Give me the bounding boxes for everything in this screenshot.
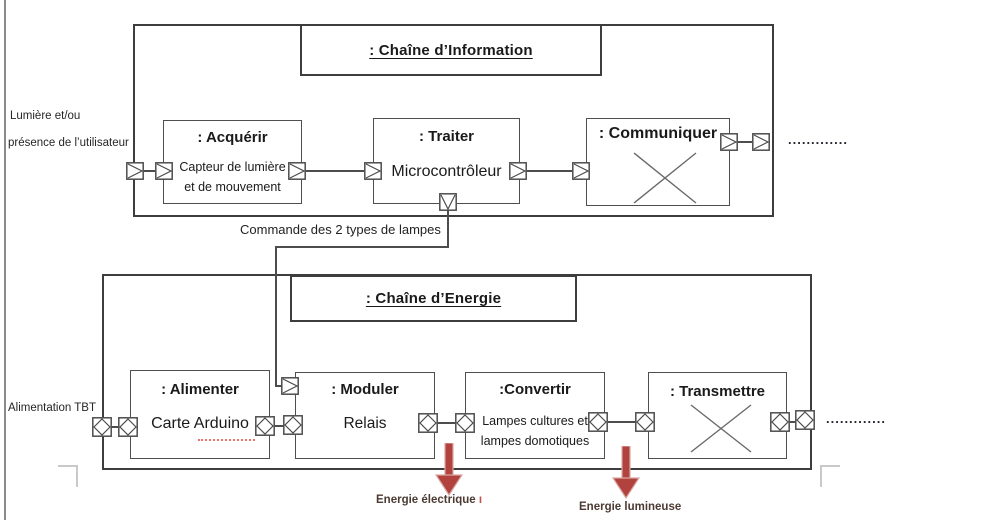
flow-port-down-icon — [439, 193, 457, 211]
flow-port-icon — [752, 133, 770, 151]
block-acquerir-body1: Capteur de lumière — [179, 160, 286, 174]
command-connector — [275, 385, 283, 387]
block-acquerir-title: : Acquérir — [197, 129, 268, 146]
input-label-light: Lumière et/ou — [10, 110, 81, 122]
block-alimenter-body: Carte Arduino — [151, 415, 249, 432]
cursor-mark: ı — [478, 494, 483, 506]
flow-port-icon — [509, 162, 527, 180]
electric-energy-arrow-icon — [435, 443, 463, 497]
energy-port-icon — [635, 412, 655, 432]
energy-continuation-dots: ............. — [826, 411, 886, 426]
command-connector — [275, 246, 277, 386]
flow-port-icon — [720, 133, 738, 151]
energy-port-icon — [588, 412, 608, 432]
input-label-alimentation: Alimentation TBT — [8, 402, 96, 414]
block-alimenter: : Alimenter Carte Arduino — [130, 370, 270, 459]
block-moduler-body: Relais — [343, 415, 387, 432]
block-convertir: :Convertir Lampes cultures et lampes dom… — [465, 372, 605, 459]
block-communiquer-title: : Communiquer — [598, 125, 718, 142]
margin-corner-mark — [820, 465, 840, 487]
spellcheck-squiggle — [198, 435, 255, 441]
energy-port-icon — [455, 413, 475, 433]
block-transmettre-title: : Transmettre — [669, 383, 766, 400]
block-convertir-title: :Convertir — [499, 381, 571, 398]
block-transmettre: : Transmettre — [648, 372, 787, 459]
electric-energy-label: Energie électrique ı — [376, 494, 482, 506]
connector — [790, 421, 795, 423]
energy-chain-title: : Chaîne d’Energie — [365, 290, 502, 307]
block-traiter: : Traiter Microcontrôleur — [373, 118, 520, 204]
energy-port-icon — [795, 410, 815, 430]
block-convertir-body2: lampes domotiques — [480, 434, 590, 448]
flow-port-icon — [281, 377, 299, 395]
connector — [306, 170, 364, 172]
energy-port-icon — [118, 417, 138, 437]
electric-energy-text: Energie électrique — [376, 494, 476, 506]
connector — [144, 170, 155, 172]
command-label: Commande des 2 types de lampes — [240, 222, 441, 237]
block-moduler: : Moduler Relais — [295, 372, 435, 459]
block-acquerir-body2: et de mouvement — [184, 180, 281, 194]
info-chain-title-box: : Chaîne d’Information — [300, 24, 602, 76]
block-convertir-body1: Lampes cultures et — [482, 414, 588, 428]
flow-port-icon — [155, 162, 173, 180]
margin-corner-mark — [58, 465, 78, 487]
flow-port-icon — [364, 162, 382, 180]
block-moduler-title: : Moduler — [331, 381, 399, 398]
light-energy-label: Energie lumineuse — [579, 501, 682, 513]
energy-port-icon — [283, 415, 303, 435]
undefined-part-cross-icon — [633, 152, 697, 204]
connector — [738, 141, 752, 143]
light-energy-arrow-icon — [612, 446, 640, 500]
undefined-part-cross-icon — [690, 404, 752, 453]
input-label-presence: présence de l’utilisateur — [8, 137, 129, 149]
info-continuation-dots: ............. — [788, 132, 848, 147]
energy-port-icon — [418, 413, 438, 433]
flow-port-icon — [572, 162, 590, 180]
energy-chain-title-box: : Chaîne d’Energie — [290, 275, 577, 322]
connector — [275, 425, 283, 427]
block-alimenter-title: : Alimenter — [161, 381, 239, 398]
flow-port-icon — [126, 162, 144, 180]
block-acquerir: : Acquérir Capteur de lumière et de mouv… — [163, 120, 302, 204]
flow-port-icon — [288, 162, 306, 180]
connector — [112, 426, 118, 428]
connector — [608, 421, 635, 423]
command-connector — [447, 210, 449, 247]
connector — [527, 170, 572, 172]
energy-port-icon — [92, 417, 112, 437]
block-traiter-body: Microcontrôleur — [391, 163, 502, 180]
command-connector — [275, 246, 449, 248]
page-left-border — [4, 0, 6, 520]
connector — [438, 422, 455, 424]
block-traiter-title: : Traiter — [418, 128, 475, 145]
energy-port-icon — [770, 412, 790, 432]
info-chain-title: : Chaîne d’Information — [369, 41, 533, 59]
energy-port-icon — [255, 416, 275, 436]
block-communiquer: : Communiquer — [586, 118, 730, 206]
